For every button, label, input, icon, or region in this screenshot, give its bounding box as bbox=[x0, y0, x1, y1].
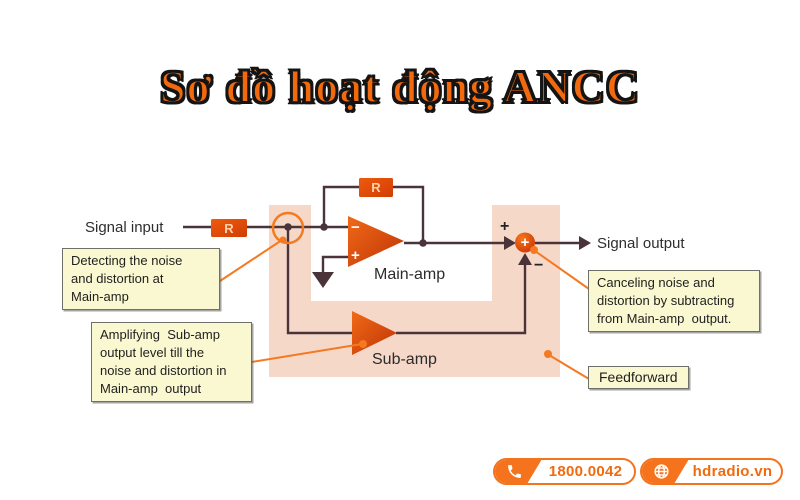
resistor-input-box bbox=[211, 219, 247, 237]
note-detecting: Detecting the noise and distortion at Ma… bbox=[62, 248, 220, 310]
arrow-up-into-node-icon bbox=[518, 253, 532, 265]
callout-lines bbox=[219, 239, 590, 380]
signal-input-label: Signal input bbox=[85, 219, 164, 236]
callout-dot bbox=[279, 236, 287, 244]
phone-icon bbox=[508, 465, 521, 478]
junction-dot bbox=[419, 239, 427, 247]
summing-node-plus-sign: + bbox=[520, 234, 530, 251]
globe-icon bbox=[654, 464, 669, 479]
phone-button[interactable]: 1800.0042 bbox=[493, 458, 636, 485]
callout-line-feedforward bbox=[548, 354, 590, 380]
phone-button-accent bbox=[494, 459, 542, 484]
main-amp-plus-sign: + bbox=[351, 247, 360, 264]
junction-dot bbox=[284, 223, 292, 231]
note-feedforward: Feedforward bbox=[588, 366, 689, 389]
sum-plus-input-label: + bbox=[500, 218, 510, 235]
callout-dot bbox=[359, 340, 367, 348]
ground-icon bbox=[312, 272, 334, 288]
main-amp-minus-sign: − bbox=[351, 219, 360, 236]
callout-dots bbox=[279, 236, 552, 358]
phone-number: 1800.0042 bbox=[548, 463, 623, 480]
summing-node bbox=[515, 232, 535, 253]
page-title: Sơ đồ hoạt động ANCC bbox=[159, 60, 641, 113]
note-amplifying: Amplifying Sub-amp output level till the… bbox=[91, 322, 252, 402]
signal-output-label: Signal output bbox=[597, 235, 685, 252]
callout-dot bbox=[544, 350, 552, 358]
wire-ground bbox=[321, 255, 348, 273]
main-amp-triangle bbox=[348, 216, 404, 267]
callout-line-amplifying bbox=[251, 343, 363, 363]
resistor-feedback-label: R bbox=[371, 180, 381, 195]
sub-amp-label: Sub-amp bbox=[372, 351, 437, 368]
resistor-feedback-box bbox=[359, 178, 393, 197]
wire-subamp-output bbox=[396, 263, 527, 335]
arrowheads bbox=[504, 236, 591, 265]
node-highlight-circle bbox=[271, 211, 305, 245]
resistor-input-label: R bbox=[224, 221, 234, 236]
main-amp-label: Main-amp bbox=[374, 266, 446, 283]
sum-minus-input-label: − bbox=[534, 257, 544, 274]
website-button[interactable]: hdradio.vn bbox=[640, 458, 783, 485]
arrow-output-icon bbox=[579, 236, 591, 250]
note-canceling: Canceling noise and distortion by subtra… bbox=[588, 270, 760, 332]
wire-subamp-input bbox=[286, 227, 352, 335]
junction-dots bbox=[284, 223, 427, 247]
arrow-into-node-icon bbox=[504, 236, 516, 250]
website-url: hdradio.vn bbox=[692, 463, 773, 480]
junction-dot bbox=[320, 223, 328, 231]
callout-line-detecting bbox=[219, 239, 283, 282]
callout-line-canceling bbox=[534, 250, 590, 290]
callout-dot bbox=[530, 246, 538, 254]
